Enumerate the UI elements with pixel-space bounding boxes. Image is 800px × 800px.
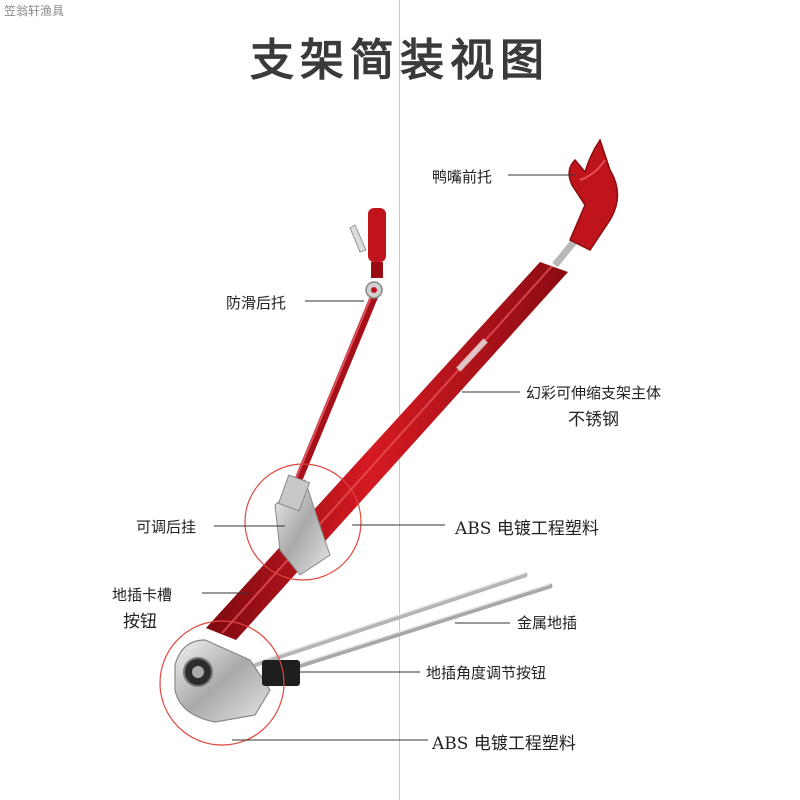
shop-watermark: 笠翁轩渔具 bbox=[4, 4, 65, 18]
label-abs-plastic-lower: ABS 电镀工程塑料 bbox=[432, 734, 576, 754]
label-main-body-line2: 不锈钢 bbox=[568, 410, 619, 430]
rear-rest-head bbox=[368, 208, 386, 262]
page-title: 支架简装视图 bbox=[250, 35, 550, 86]
highlight-circle-rear-hook bbox=[244, 463, 362, 581]
rear-rest-rod bbox=[286, 288, 380, 504]
label-ground-slot-line1: 地插卡槽 bbox=[112, 586, 173, 604]
label-anti-slip-rear-rest: 防滑后托 bbox=[226, 294, 287, 312]
duckbill-front-rest bbox=[568, 138, 619, 251]
label-angle-adjust-button: 地插角度调节按钮 bbox=[426, 664, 547, 682]
main-rod-body bbox=[206, 262, 568, 640]
label-metal-ground-spike: 金属地插 bbox=[517, 614, 578, 632]
label-adjustable-rear-hook: 可调后挂 bbox=[136, 518, 197, 536]
label-main-body-line1: 幻彩可伸缩支架主体 bbox=[526, 384, 662, 402]
label-abs-plastic-upper: ABS 电镀工程塑料 bbox=[455, 519, 599, 539]
highlight-circle-base bbox=[159, 620, 285, 746]
metal-spike-1 bbox=[242, 572, 528, 671]
center-guide-line bbox=[399, 0, 400, 800]
label-duckbill-front-rest: 鸭嘴前托 bbox=[432, 168, 493, 186]
label-ground-slot-line2: 按钮 bbox=[123, 612, 157, 632]
